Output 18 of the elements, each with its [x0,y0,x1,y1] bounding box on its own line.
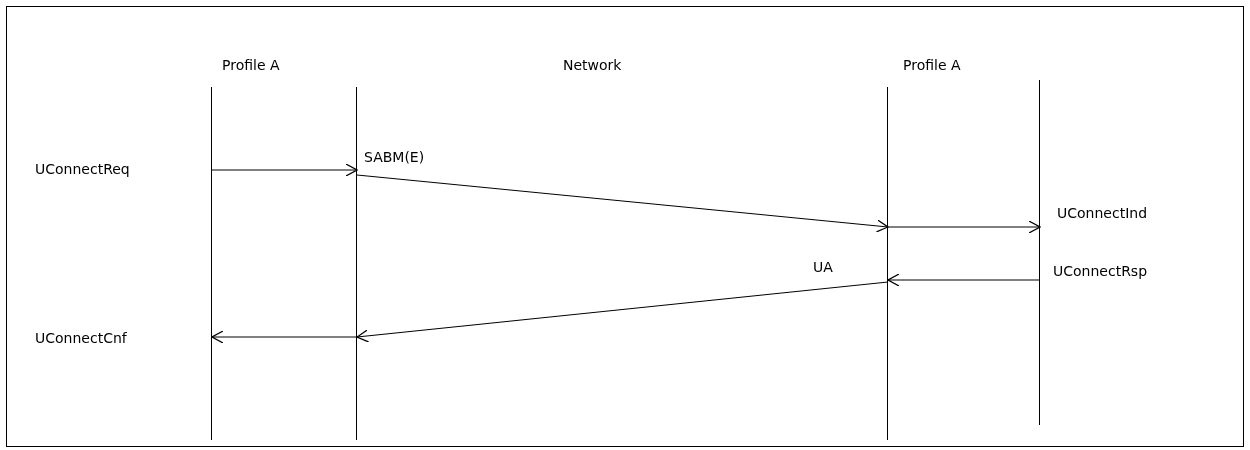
primitive-label: UConnectRsp [1053,262,1148,280]
message-arrow [356,281,889,343]
message-arrow [356,174,889,233]
lifeline [356,87,359,440]
primitive-label: UConnectCnf [35,329,127,347]
message-arrow [211,330,358,344]
message-arrow [211,163,358,177]
lifeline [1039,80,1042,425]
primitive-label: UConnectReq [35,160,130,178]
lifeline [887,87,890,440]
message-arrow [887,220,1041,234]
primitive-label: UConnectInd [1057,204,1148,222]
edge-label: SABM(E) [363,148,426,166]
lifeline-title: Network [563,56,622,74]
lifeline [211,87,214,440]
message-arrow [887,273,1041,287]
lifeline-title: Profile A [222,56,280,74]
lifeline-title: Profile A [903,56,961,74]
